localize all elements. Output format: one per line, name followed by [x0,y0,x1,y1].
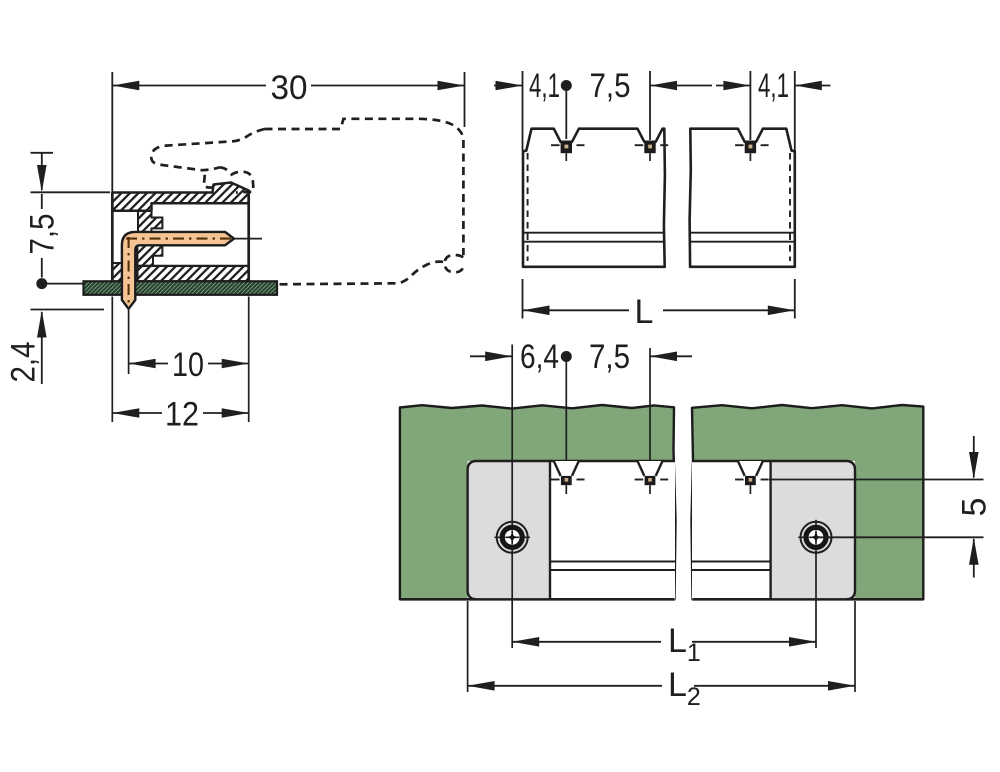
svg-text:7,5: 7,5 [589,338,630,376]
svg-text:4,1: 4,1 [529,67,560,105]
svg-text:2,4: 2,4 [5,342,43,383]
svg-text:10: 10 [172,346,204,384]
svg-text:7,5: 7,5 [24,214,62,255]
svg-text:6,4: 6,4 [520,338,559,376]
svg-text:12: 12 [165,396,199,434]
svg-text:L: L [635,293,654,331]
svg-text:4,1: 4,1 [758,67,789,105]
svg-text:5: 5 [956,498,994,517]
svg-text:30: 30 [271,69,308,107]
svg-text:7,5: 7,5 [590,67,631,105]
